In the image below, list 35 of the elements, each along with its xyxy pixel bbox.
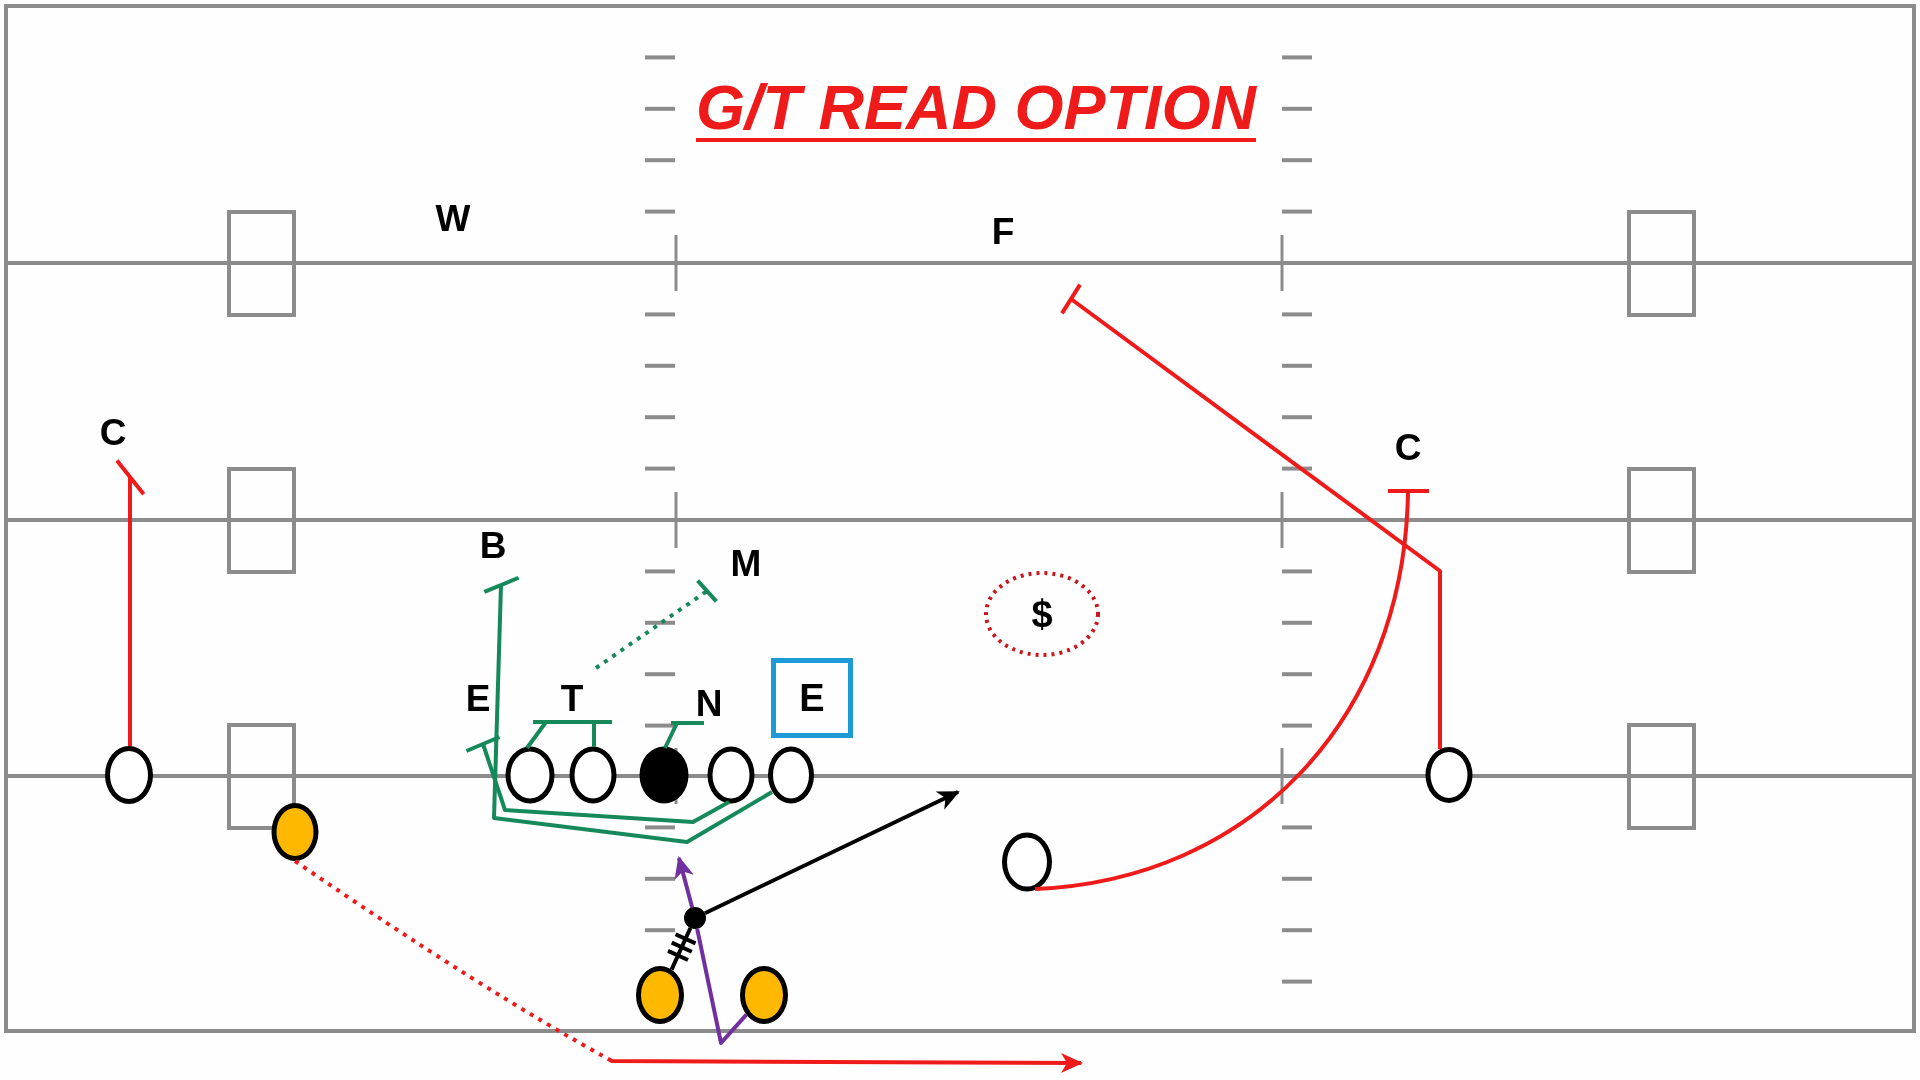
- position-label: C: [1393, 431, 1423, 463]
- player-circle: [740, 966, 788, 1024]
- player-circle: [707, 746, 755, 804]
- block-line: [482, 575, 773, 844]
- route-arrow: [293, 859, 1083, 1073]
- block-line: [114, 458, 146, 746]
- connector-line: [695, 928, 748, 1045]
- player-circle: [271, 803, 319, 861]
- block-line: [594, 578, 719, 670]
- player-circle: [1425, 747, 1473, 803]
- position-label: N: [694, 687, 724, 719]
- ball-dot: [684, 907, 706, 929]
- position-label: B: [478, 529, 508, 561]
- dotted-ellipse: $: [984, 571, 1100, 657]
- position-label: W: [434, 202, 472, 234]
- connector-line: [666, 926, 698, 972]
- route-arrow: [674, 856, 695, 908]
- position-label: F: [990, 215, 1016, 247]
- position-label: T: [559, 682, 585, 714]
- position-label: C: [98, 416, 128, 448]
- position-label: E: [464, 682, 492, 714]
- block-line: [1060, 282, 1442, 749]
- highlight-box: E: [771, 658, 853, 738]
- player-circle: [1002, 832, 1052, 892]
- route-arrow: [704, 790, 960, 915]
- player-circle: [636, 966, 684, 1024]
- player-circle: [639, 746, 689, 804]
- block-line: [663, 721, 706, 749]
- position-label: M: [729, 547, 763, 579]
- block-line: [1034, 489, 1431, 891]
- title: G/T READ OPTION: [696, 71, 1256, 143]
- player-circle: [505, 746, 555, 804]
- block-line: [573, 720, 614, 747]
- player-circle: [105, 746, 153, 804]
- block-line: [464, 734, 730, 824]
